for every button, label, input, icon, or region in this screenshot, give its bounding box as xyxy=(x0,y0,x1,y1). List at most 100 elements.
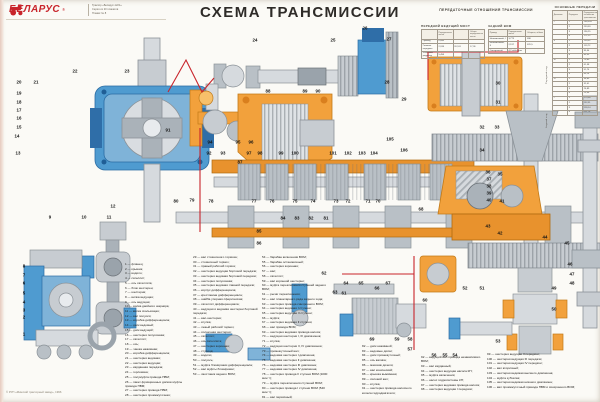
callout-11: 11 xyxy=(106,214,112,220)
callout-77: 77 xyxy=(251,198,257,204)
legend-item-23: 23 — карданная передача; xyxy=(125,365,164,370)
legend-item-18: 18 — ось; xyxy=(125,341,139,346)
legend-item-22: 22 — шестерня ведущая; xyxy=(125,360,161,365)
legend-item-11: 11 — вилка скользящая; xyxy=(125,309,160,314)
callout-71: 71 xyxy=(365,198,371,204)
callout-75: 75 xyxy=(292,198,298,204)
legend-item-72: 72 — ведущая шестерня II, IV диапазонов; xyxy=(262,343,323,348)
callout-16: 16 xyxy=(16,115,22,121)
legend-item-99: 99 — шестерня ведущая II передачи; xyxy=(487,352,540,356)
rear-pto-table-title: ЗАДНИЙ ВОМ xyxy=(488,24,512,28)
legend-item-6: 6 — блок шестерен; xyxy=(125,285,154,290)
legend-item-36: 36 — корпус дифференциала; xyxy=(193,287,237,292)
legend-item-67: 67 — шестерня ведомая II ступени; xyxy=(262,320,313,325)
registered-mark: ® xyxy=(62,7,66,12)
callout-25: 25 xyxy=(330,37,336,43)
callout-30: 30 xyxy=(495,80,501,86)
column-header: Передаточное число xyxy=(436,29,454,40)
copyright: © РУП «Минский тракторный завод», 1996 xyxy=(6,390,62,394)
callout-70: 70 xyxy=(375,198,381,204)
callout-69: 69 xyxy=(369,336,375,342)
callout-81: 81 xyxy=(323,215,329,221)
front-differential-drawing xyxy=(90,37,214,223)
pto-clutch-drawing xyxy=(333,255,457,338)
callout-47: 47 xyxy=(569,271,575,277)
table-cell xyxy=(452,50,470,60)
legend-item-41: 41 — вал-шестерня; xyxy=(193,315,222,320)
legend-item-80: 80 — шестерня привода I ступени ВОМ (540… xyxy=(262,385,325,394)
legend-item-13: 13 — коробка дифференциала; xyxy=(125,318,170,323)
table-cell: 4,2 об/м пути xyxy=(506,48,527,54)
legend-item-84: 84 — диск промежуточный; xyxy=(362,353,401,358)
callout-33: 33 xyxy=(494,124,500,130)
legend-column-2: 29 — вал стояночного тормоза;30 — стояно… xyxy=(193,255,259,377)
callout-3: 3 xyxy=(22,307,26,313)
callout-55: 55 xyxy=(442,352,448,358)
column-header xyxy=(421,29,438,40)
table-cell: 4 xyxy=(567,109,583,116)
legend-item-34: 34 — шестерня полуосевая; xyxy=(193,278,233,283)
callout-97: 97 xyxy=(246,150,252,156)
table-cell: 2,197 xyxy=(506,40,527,50)
callout-40: 40 xyxy=(486,197,492,203)
column-header: Обороты, об/мин xyxy=(525,29,545,37)
belarus-logo: БЕЛАРУС® xyxy=(9,4,66,16)
callout-84: 84 xyxy=(280,215,286,221)
callout-43: 43 xyxy=(485,223,491,229)
callout-65: 65 xyxy=(358,280,364,286)
legend-item-90: 90 — втулка; xyxy=(362,381,381,386)
legend-item-59: 59 — вал коронной шестерни; xyxy=(262,278,305,283)
legend-item-9: 9 — ось ведущая; xyxy=(125,299,151,304)
legend-item-82: 82 — диск нажимной; xyxy=(362,344,393,348)
legend-item-12: 12 — вал полуоси; xyxy=(125,313,152,318)
legend-item-14: 14 — диск ведомый; xyxy=(125,323,154,328)
legend-item-31: 31 — правый рабочий тормоз; xyxy=(193,264,236,269)
callout-74: 74 xyxy=(310,198,316,204)
legend-item-83: 83 — ведомые диски; xyxy=(362,348,393,353)
callout-24: 24 xyxy=(252,37,258,43)
legend-item-27: 27 — шестерня привода ПВМ; xyxy=(125,388,168,393)
legend-item-106: 106 — вал промежуточный привода ПВМ и си… xyxy=(487,384,575,389)
logo-text: БЕЛАРУС xyxy=(9,4,61,15)
callout-18: 18 xyxy=(16,99,22,105)
callout-50: 50 xyxy=(551,306,557,312)
legend-column-3: 54 — барабан включения ВОМ;55 — барабан … xyxy=(262,255,328,399)
legend-item-74: 74 — ведомая шестерня I диапазона; xyxy=(262,353,316,358)
callout-58: 58 xyxy=(407,336,413,342)
callout-106: 106 xyxy=(400,147,408,153)
legend-item-61: 61 — рычаг переключения; xyxy=(262,292,301,297)
legend-item-63: 63 — шестерня привода синхронного ВОМ; xyxy=(262,301,324,306)
callout-56: 56 xyxy=(431,352,437,358)
legend-item-71: 71 — втулка; xyxy=(262,339,281,344)
tractor-icon xyxy=(10,4,23,16)
legend-item-30: 30 — стояночный тормоз; xyxy=(193,259,230,264)
legend-item-42: 42 — втулка; xyxy=(193,320,212,325)
table-cell: 696 xyxy=(525,36,545,42)
table-cell: 111,79 xyxy=(582,109,598,116)
legend-item-54: 54 — барабан включения ВОМ; xyxy=(262,255,307,259)
legend-item-38: 38 — шайба упорная сферическая; xyxy=(193,297,244,302)
legend-item-96: 96 — насос гидросистемы КП; xyxy=(421,378,464,383)
callout-62: 62 xyxy=(321,270,327,276)
callout-19: 19 xyxy=(16,90,22,96)
callout-95: 95 xyxy=(235,139,241,145)
forward-direction-label: Передний ход xyxy=(546,66,548,84)
callout-38: 38 xyxy=(486,183,492,189)
legend-item-56: 56 — шестерня коронная; xyxy=(262,264,299,269)
callout-100: 100 xyxy=(291,150,299,156)
callout-2: 2 xyxy=(22,314,26,320)
legend-item-1: 1 — фланец; xyxy=(125,262,144,266)
legend-item-50: 50 — полуось; xyxy=(193,357,214,362)
legend-item-91: 91 — шестерня привода насосного колеса г… xyxy=(362,386,412,395)
callout-37: 37 xyxy=(486,176,492,182)
table-cell: Независимый, II xyxy=(488,40,508,50)
callout-8: 8 xyxy=(22,263,26,269)
callout-101: 101 xyxy=(329,150,337,156)
callout-20: 20 xyxy=(16,79,22,85)
legend-item-76: 76 — ведомая шестерня III диапазона; xyxy=(262,362,317,367)
callout-88: 88 xyxy=(265,88,271,94)
legend-item-86: 86 — маховик дизеля; xyxy=(362,362,394,367)
